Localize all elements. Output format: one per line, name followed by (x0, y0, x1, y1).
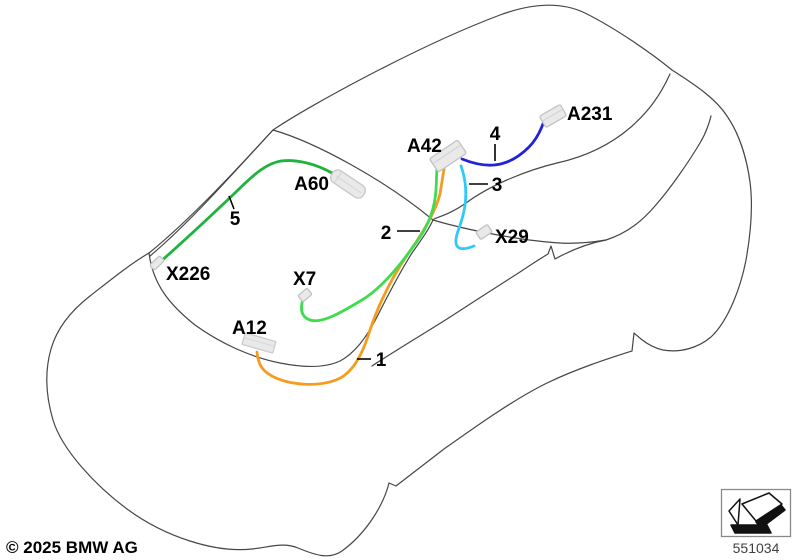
connector-a60 (330, 169, 366, 199)
connector-a231 (539, 104, 567, 128)
roof-front-edge-line (272, 129, 434, 221)
arrow-shaft (741, 492, 783, 522)
callout-3[interactable]: 3 (492, 175, 503, 196)
part-callouts: 1 2 3 4 5 (230, 124, 503, 371)
wire-3-harness (454, 164, 476, 251)
callout-5[interactable]: 5 (230, 209, 241, 230)
connector-a42 (429, 139, 467, 173)
arrow-head (728, 498, 741, 526)
connector-a12 (241, 332, 277, 354)
callout-4[interactable]: 4 (490, 124, 501, 145)
windshield-left-pillar-line (149, 129, 274, 257)
direction-arrow-icon (720, 488, 792, 538)
wire-2-harness (300, 165, 439, 323)
callout-2[interactable]: 2 (381, 223, 392, 244)
arrow-shadow-bottom (730, 524, 772, 534)
label-a42: A42 (407, 136, 442, 157)
label-a60: A60 (294, 174, 329, 195)
connector-x7 (297, 288, 313, 302)
car-silhouette (46, 4, 753, 557)
wire-5-harness (157, 159, 334, 265)
label-x29: X29 (495, 227, 529, 248)
connector-x226 (149, 255, 165, 271)
connector-x29 (475, 224, 493, 240)
car-body (46, 4, 753, 557)
component-labels: A42 A231 A60 X226 X7 A12 X29 (166, 104, 613, 339)
rear-window-line (433, 73, 671, 220)
callout-leader-5 (228, 195, 235, 210)
connectors (149, 104, 567, 354)
copyright-notice: © 2025 BMW AG (6, 538, 138, 557)
door-belt-line (371, 115, 712, 367)
diagram-number: 551034 (733, 540, 780, 556)
label-x7: X7 (293, 269, 316, 290)
roof-side-rail-line (432, 219, 607, 244)
callout-1[interactable]: 1 (376, 350, 387, 371)
label-x226: X226 (166, 264, 210, 285)
cowl-line (148, 219, 434, 368)
label-a12: A12 (232, 318, 267, 339)
wires (157, 119, 546, 386)
wire-1-harness (255, 167, 446, 386)
callout-leaders (228, 144, 496, 360)
wire-4-harness (460, 119, 546, 167)
label-a231: A231 (567, 104, 613, 125)
